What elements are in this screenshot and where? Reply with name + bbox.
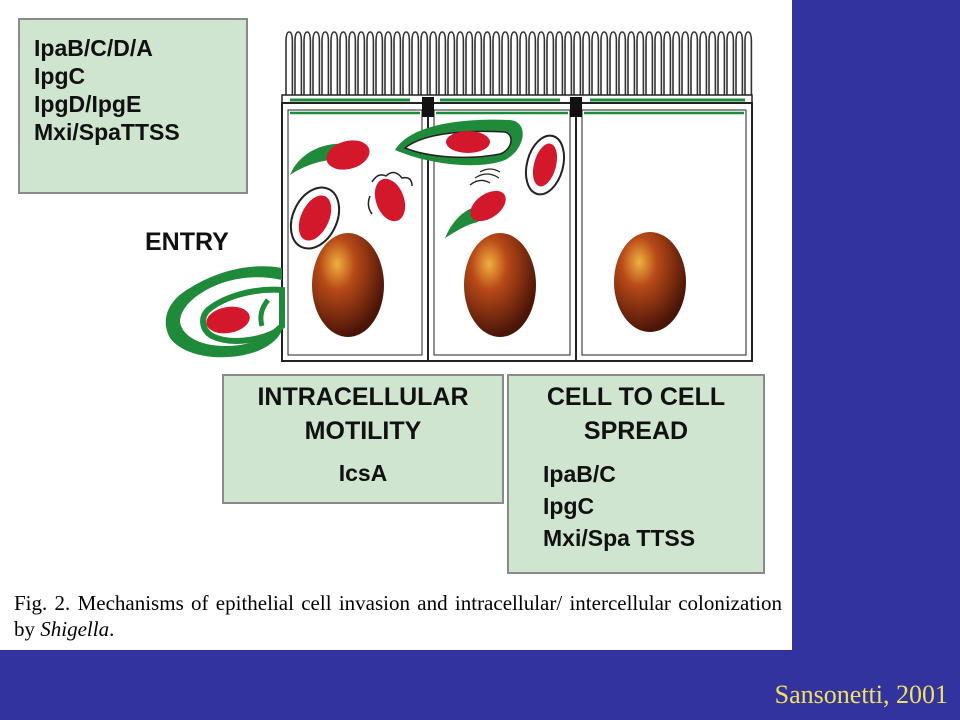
box-title: INTRACELLULAR — [257, 383, 469, 411]
entry-label: ENTRY — [145, 228, 229, 256]
microvillus — [717, 31, 726, 95]
microvillus — [609, 31, 618, 95]
microvillus — [573, 31, 582, 95]
microvillus — [321, 31, 330, 95]
epithelial-cells-illustration — [165, 31, 753, 362]
nucleus-icon — [312, 233, 384, 337]
microvillus — [510, 31, 519, 95]
microvillus — [411, 31, 420, 95]
microvillus — [474, 31, 483, 95]
microvillus — [483, 31, 492, 95]
microvillus — [393, 31, 402, 95]
gene-label: IpgC — [34, 63, 86, 89]
microvillus — [591, 31, 600, 95]
gene-label: Mxi/Spa TTSS — [543, 525, 696, 551]
microvillus — [519, 31, 528, 95]
microvillus — [600, 31, 609, 95]
bacterium-in-vacuole — [289, 186, 341, 250]
gene-label: Mxi/SpaTTSS — [34, 119, 180, 145]
microvillus — [555, 31, 564, 95]
microvillus — [330, 31, 339, 95]
microvillus — [654, 31, 663, 95]
entry-ruffle — [165, 266, 285, 358]
microvillus — [564, 31, 573, 95]
microvillus — [663, 31, 672, 95]
microvillus — [312, 31, 321, 95]
caption-species: Shigella — [40, 617, 110, 641]
nucleus-icon — [614, 232, 686, 332]
microvillus — [537, 31, 546, 95]
nucleus-icon — [464, 233, 536, 337]
microvillus — [357, 31, 366, 95]
microvillus — [285, 31, 294, 95]
box-title: CELL TO CELL — [546, 383, 726, 411]
microvillus — [690, 31, 699, 95]
microvillus — [627, 31, 636, 95]
microvillus — [456, 31, 465, 95]
microvillus — [546, 31, 555, 95]
gene-label: IcsA — [338, 460, 388, 486]
microvillus — [726, 31, 735, 95]
gene-label: IpgD/IpgE — [34, 91, 142, 117]
gene-label: IpgC — [543, 493, 595, 519]
microvillus — [699, 31, 708, 95]
box-title: MOTILITY — [304, 417, 422, 445]
bacterium-with-actin-tail — [290, 140, 370, 175]
microvillus — [294, 31, 303, 95]
box-title: SPREAD — [583, 417, 689, 445]
gene-label: IpaB/C — [543, 461, 616, 487]
microvillus — [636, 31, 645, 95]
microvillus — [438, 31, 447, 95]
figure-caption: Fig. 2. Mechanisms of epithelial cell in… — [14, 590, 782, 642]
microvillus — [420, 31, 429, 95]
microvillus — [744, 31, 753, 95]
microvillus — [375, 31, 384, 95]
microvillus — [582, 31, 591, 95]
microvillus — [429, 31, 438, 95]
microvillus — [708, 31, 717, 95]
caption-text: Fig. 2. Mechanisms of epithelial cell in… — [14, 591, 782, 641]
microvillus — [672, 31, 681, 95]
citation: Sansonetti, 2001 — [774, 680, 948, 709]
tight-junction — [570, 97, 582, 117]
microvillus — [735, 31, 744, 95]
microvillus — [618, 31, 627, 95]
gene-label: IpaB/C/D/A — [34, 35, 153, 61]
bacterium-lysing-vacuole — [367, 171, 413, 222]
bacterium-with-actin-tail — [445, 168, 506, 238]
intracellular-motility-box: INTRACELLULAR MOTILITY IcsA — [222, 374, 504, 504]
microvillus — [681, 31, 690, 95]
caption-end: . — [109, 617, 115, 641]
microvillus — [528, 31, 537, 95]
microvillus — [402, 31, 411, 95]
microvillus — [303, 31, 312, 95]
microvillus — [465, 31, 474, 95]
microvillus — [645, 31, 654, 95]
microvillus — [339, 31, 348, 95]
microvillus — [384, 31, 393, 95]
bacterium-in-vacuole — [524, 134, 566, 196]
microvillus — [447, 31, 456, 95]
microvillus — [501, 31, 510, 95]
protrusion-bacterium — [395, 119, 523, 166]
microvilli — [285, 31, 753, 95]
microvillus — [492, 31, 501, 95]
microvillus — [366, 31, 375, 95]
slide-bottom-band — [0, 650, 960, 720]
tight-junction — [422, 97, 434, 117]
microvillus — [348, 31, 357, 95]
cell-to-cell-spread-box: CELL TO CELL SPREAD IpaB/C IpgC Mxi/Spa … — [507, 374, 765, 574]
entry-genes-box: IpaB/C/D/A IpgC IpgD/IpgE Mxi/SpaTTSS — [18, 18, 248, 194]
